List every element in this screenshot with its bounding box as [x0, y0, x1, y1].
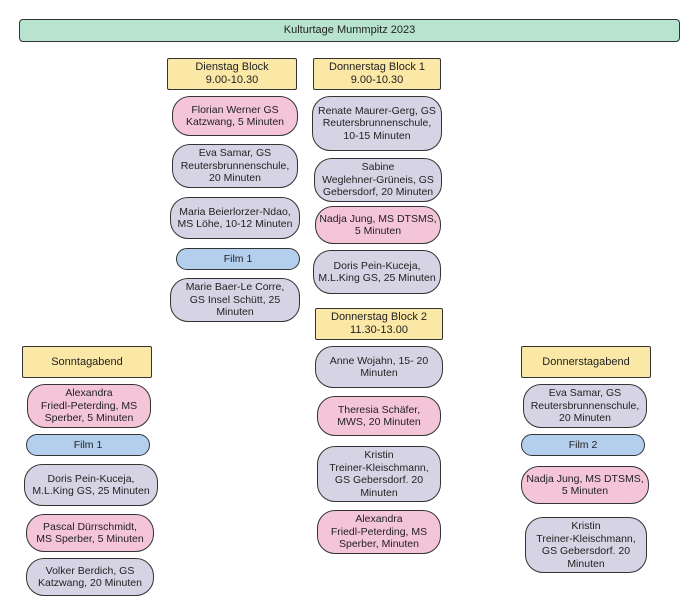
- session-item: Marie Baer-Le Corre, GS Insel Schütt, 25…: [170, 278, 300, 322]
- session-item: Doris Pein-Kuceja, M.L.King GS, 25 Minut…: [24, 464, 158, 506]
- donnerstag-block-2-header: Donnerstag Block 2 11.30-13.00: [315, 308, 443, 340]
- session-item: Pascal Dürrschmidt, MS Sperber, 5 Minute…: [26, 514, 154, 552]
- session-item: Nadja Jung, MS DTSMS, 5 Minuten: [315, 206, 441, 244]
- dienstag-block-header: Dienstag Block 9.00-10.30: [167, 58, 297, 90]
- session-item: Alexandra Friedl-Peterding, MS Sperber, …: [317, 510, 441, 554]
- film-item: Film 2: [521, 434, 645, 456]
- session-item: Eva Samar, GS Reutersbrunnenschule, 20 M…: [172, 144, 298, 188]
- session-item: Renate Maurer-Gerg, GS Reutersbrunnensch…: [312, 96, 442, 151]
- session-item: Volker Berdich, GS Katzwang, 20 Minuten: [26, 558, 154, 596]
- session-item: Maria Beierlorzer-Ndao, MS Löhe, 10-12 M…: [170, 197, 300, 239]
- session-item: Alexandra Friedl-Peterding, MS Sperber, …: [27, 384, 151, 428]
- page-title: Kulturtage Mummpitz 2023: [19, 19, 680, 42]
- session-item: Florian Werner GS Katzwang, 5 Minuten: [172, 96, 298, 136]
- session-item: Kristin Treiner-Kleischmann, GS Gebersdo…: [317, 446, 441, 502]
- session-item: Kristin Treiner-Kleischmann, GS Gebersdo…: [525, 517, 647, 573]
- session-item: Anne Wojahn, 15- 20 Minuten: [315, 346, 443, 388]
- donnerstag-block-1-header: Donnerstag Block 1 9.00-10.30: [313, 58, 441, 90]
- session-item: Sabine Weglehner-Grüneis, GS Gebersdorf,…: [314, 158, 442, 202]
- session-item: Doris Pein-Kuceja, M.L.King GS, 25 Minut…: [313, 250, 441, 294]
- film-item: Film 1: [26, 434, 150, 456]
- sonntagabend-header: Sonntagabend: [22, 346, 152, 378]
- donnerstagabend-header: Donnerstagabend: [521, 346, 651, 378]
- film-item: Film 1: [176, 248, 300, 270]
- session-item: Eva Samar, GS Reutersbrunnenschule, 20 M…: [523, 384, 647, 428]
- session-item: Nadja Jung, MS DTSMS, 5 Minuten: [521, 466, 649, 504]
- session-item: Theresia Schäfer, MWS, 20 Minuten: [317, 396, 441, 436]
